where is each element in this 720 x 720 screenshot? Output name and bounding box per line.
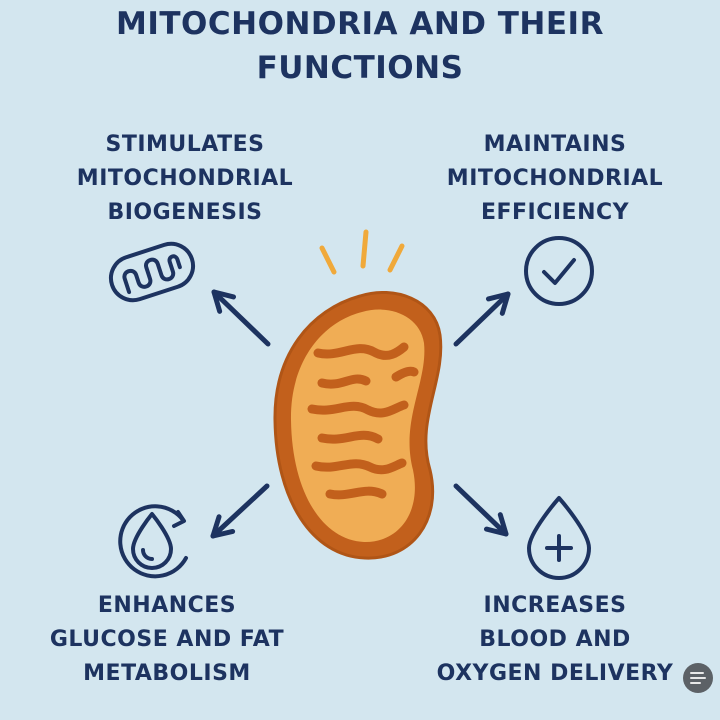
arrows bbox=[210, 289, 511, 539]
diagram-title-line-1: MITOCHONDRIA AND THEIR bbox=[116, 6, 604, 42]
mitochondrion-main-icon bbox=[273, 291, 443, 560]
diagram-title-line-2: FUNCTIONS bbox=[256, 50, 464, 86]
droplet-cycle-icon bbox=[118, 504, 188, 579]
watermark-badge-icon bbox=[683, 663, 713, 693]
label-metabolism: ENHANCES GLUCOSE AND FAT METABOLISM bbox=[49, 593, 285, 686]
mitochondrion-outline-icon bbox=[108, 241, 196, 303]
arrow-to-metabolism bbox=[210, 483, 270, 539]
arrow-to-efficiency bbox=[453, 291, 511, 347]
droplet-plus-icon bbox=[527, 496, 591, 580]
arrow-to-biogenesis bbox=[211, 289, 271, 347]
label-biogenesis: STIMULATES MITOCHONDRIAL BIOGENESIS bbox=[76, 132, 294, 225]
label-efficiency: MAINTAINS MITOCHONDRIAL EFFICIENCY bbox=[446, 132, 664, 225]
arrow-to-oxygen-delivery bbox=[453, 483, 509, 537]
check-circle-icon bbox=[524, 236, 594, 306]
label-oxygen-delivery: INCREASES BLOOD AND OXYGEN DELIVERY bbox=[436, 593, 674, 686]
energy-sparks-icon bbox=[319, 229, 405, 275]
